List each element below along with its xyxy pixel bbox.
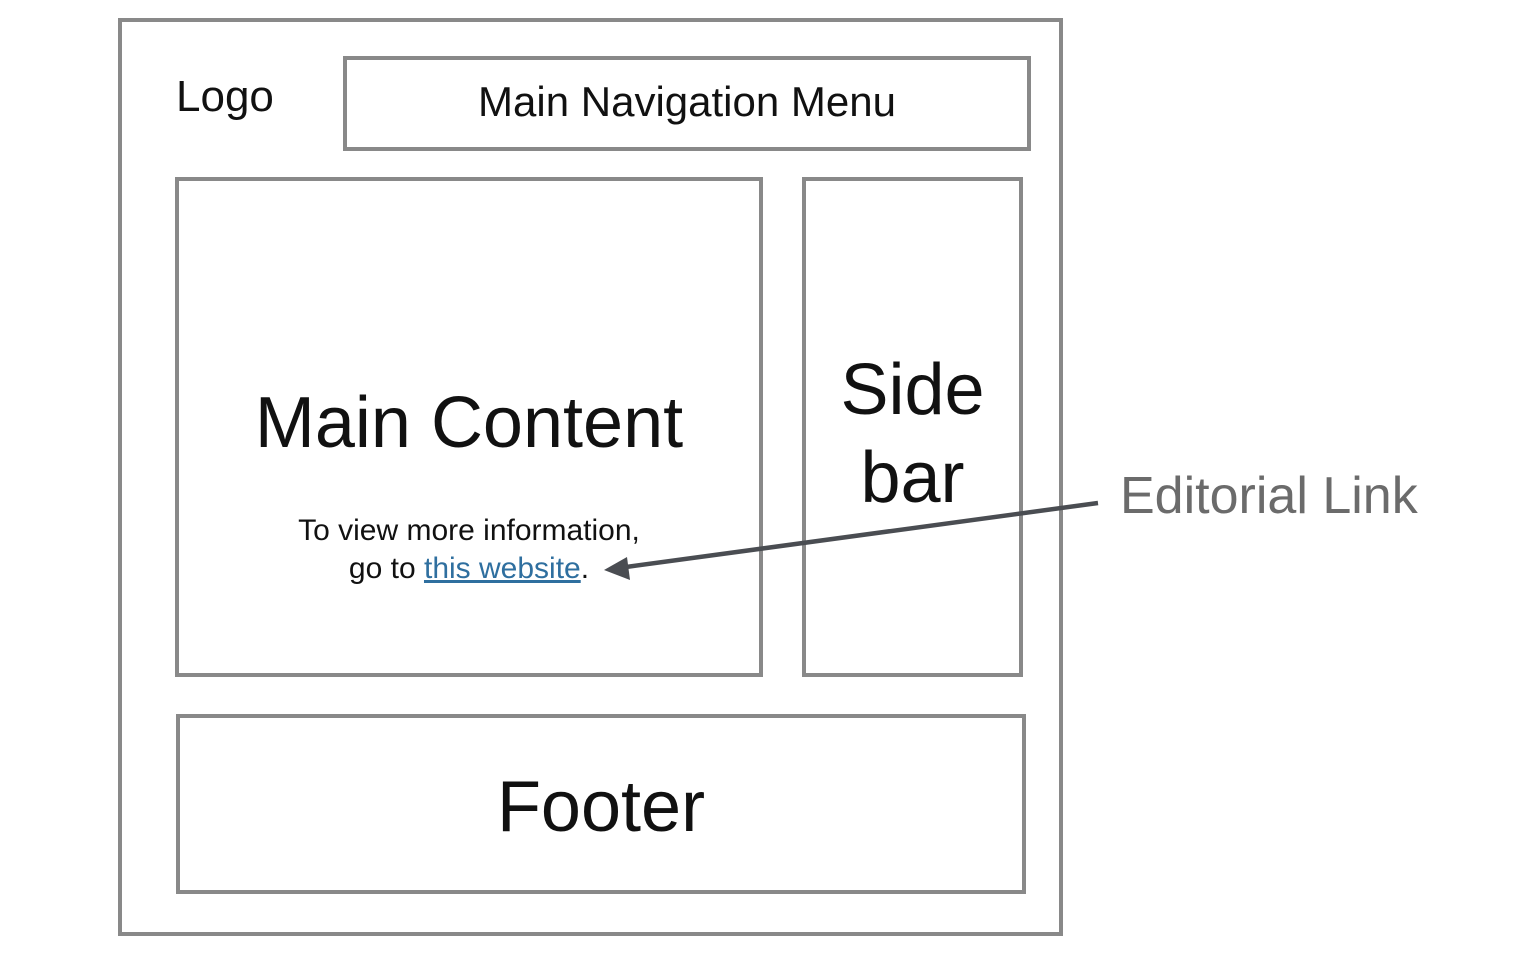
sidebar-label-line2: bar	[860, 438, 965, 518]
main-content-text: To view more information, go to this web…	[175, 512, 763, 588]
main-content-title: Main Content	[254, 383, 684, 463]
main-content-text-line2: go to this website.	[175, 550, 763, 588]
footer-label: Footer	[496, 767, 706, 847]
main-content-text-suffix: .	[580, 552, 590, 585]
footer-box	[176, 714, 1026, 894]
this-website-link[interactable]: this website	[423, 552, 581, 585]
main-navigation-label: Main Navigation Menu	[478, 78, 896, 125]
sidebar-label-line1: Side	[840, 350, 985, 430]
main-content-text-line1: To view more information,	[298, 514, 640, 547]
editorial-link-callout: Editorial Link	[1120, 467, 1418, 525]
logo-label: Logo	[176, 72, 274, 121]
sidebar-label: Side bar	[802, 346, 1023, 522]
main-content-text-prefix: go to	[348, 552, 424, 585]
sidebar-box	[802, 177, 1023, 677]
main-navigation-box	[343, 56, 1031, 151]
main-content-box	[175, 177, 763, 677]
